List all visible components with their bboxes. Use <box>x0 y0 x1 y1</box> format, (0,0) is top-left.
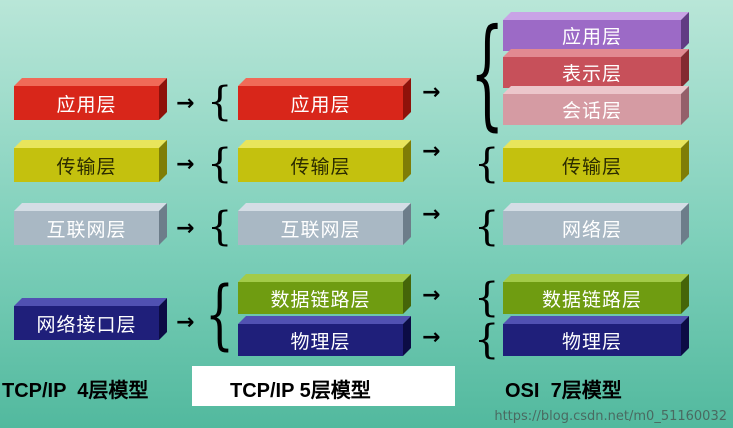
brace-icon: { <box>474 141 500 187</box>
osi-application-layer: 应用层 <box>503 20 681 51</box>
arrow-icon: → <box>422 139 441 164</box>
tcpip5-physical-layer: 物理层 <box>238 324 403 356</box>
layer-label: 物理层 <box>561 330 622 353</box>
tcpip4-internet-layer: 互联网层 <box>14 211 159 245</box>
tcpip4-caption: TCP/IP 4层模型 <box>2 380 149 402</box>
layer-label: 应用层 <box>290 93 351 116</box>
tcpip5-caption-background <box>192 366 455 406</box>
brace-icon: { <box>207 204 233 250</box>
brace-icon: { <box>474 204 500 250</box>
layer-label: 网络层 <box>561 218 622 241</box>
tcpip5-transport-layer: 传输层 <box>238 148 403 182</box>
osi-data-link-layer: 数据链路层 <box>503 282 681 314</box>
tcpip5-data-link-layer: 数据链路层 <box>238 282 403 314</box>
tcpip5-caption: TCP/IP 5层模型 <box>230 380 371 402</box>
layer-label: 表示层 <box>561 63 622 85</box>
osi-presentation-layer: 表示层 <box>503 57 681 88</box>
osi-transport-layer: 传输层 <box>503 148 681 182</box>
layer-label: 传输层 <box>56 155 117 178</box>
brace-icon: { <box>470 4 505 143</box>
arrow-icon: → <box>176 310 195 335</box>
tcpip4-network-interface-layer: 网络接口层 <box>14 306 159 340</box>
tcpip5-application-layer: 应用层 <box>238 86 403 120</box>
arrow-icon: → <box>422 325 441 350</box>
tcpip5-internet-layer: 互联网层 <box>238 211 403 245</box>
tcpip4-application-layer: 应用层 <box>14 86 159 120</box>
layer-label: 传输层 <box>561 155 622 178</box>
brace-icon: { <box>205 269 235 358</box>
brace-icon: { <box>207 79 233 125</box>
brace-icon: { <box>207 141 233 187</box>
osi7-caption: OSI 7层模型 <box>505 380 622 402</box>
osi-session-layer: 会话层 <box>503 94 681 125</box>
arrow-icon: → <box>422 80 441 105</box>
layer-label: 互联网层 <box>46 218 127 241</box>
layer-label: 数据链路层 <box>270 288 371 311</box>
osi-network-layer: 网络层 <box>503 211 681 245</box>
watermark: https://blog.csdn.net/m0_51160032 <box>494 409 727 424</box>
brace-icon: { <box>474 275 500 321</box>
arrow-icon: → <box>422 202 441 227</box>
layer-label: 应用层 <box>56 93 117 116</box>
layer-label: 会话层 <box>561 100 622 122</box>
layer-label: 数据链路层 <box>541 288 642 311</box>
arrow-icon: → <box>176 216 195 241</box>
arrow-icon: → <box>176 91 195 116</box>
layer-label: 网络接口层 <box>36 313 137 336</box>
layer-label: 应用层 <box>561 26 622 48</box>
layer-label: 物理层 <box>290 330 351 353</box>
layer-label: 互联网层 <box>280 218 361 241</box>
osi-physical-layer: 物理层 <box>503 324 681 356</box>
arrow-icon: → <box>422 283 441 308</box>
layer-label: 传输层 <box>290 155 351 178</box>
brace-icon: { <box>474 317 500 363</box>
arrow-icon: → <box>176 152 195 177</box>
tcpip4-transport-layer: 传输层 <box>14 148 159 182</box>
